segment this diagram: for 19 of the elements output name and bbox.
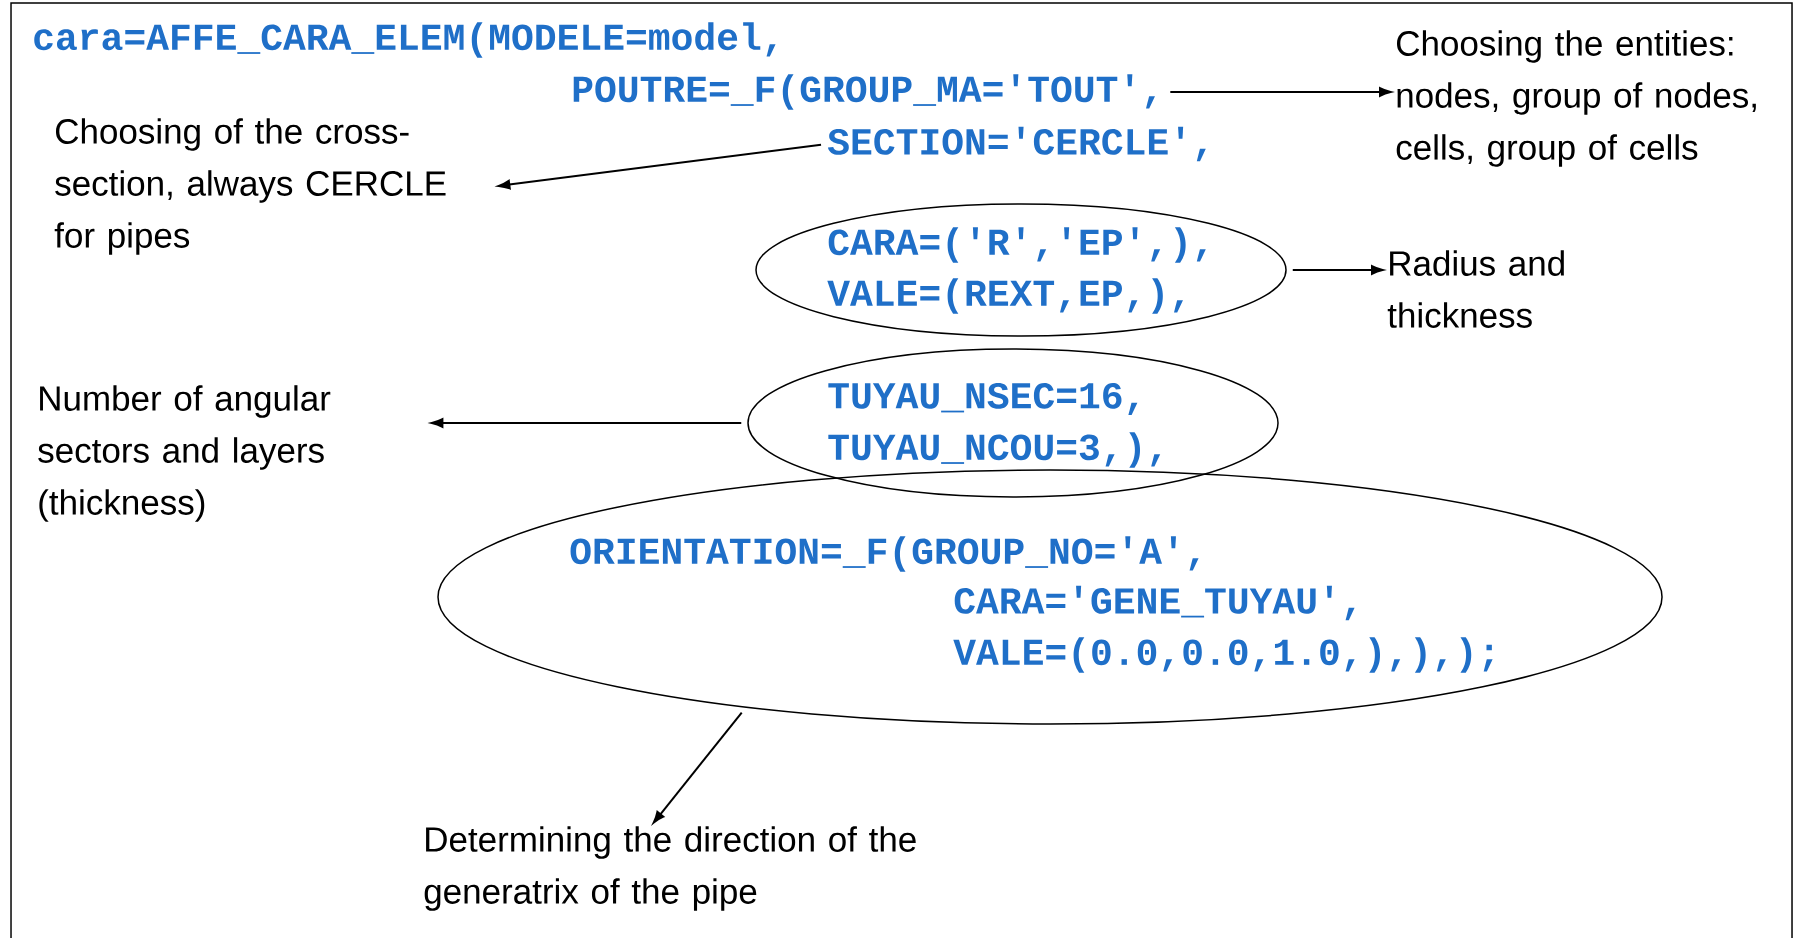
code-line: SECTION='CERCLE',: [827, 126, 1206, 162]
code-line: VALE=(REXT,EP,),: [827, 278, 1183, 314]
arrow: [1169, 87, 1392, 97]
annotation-text: Radius and thickness: [1387, 250, 1564, 328]
arrow: [1291, 265, 1384, 275]
code-line: CARA='GENE_TUYAU',: [954, 585, 1355, 621]
code-line: CARA=('R','EP',),: [828, 227, 1206, 263]
annotation-text: Choosing of the cross-section, always CERCLE for pipes: [54, 118, 446, 255]
annotation-text: Choosing the entities: nodes, group of nodes, cells, group of cells: [1396, 30, 1756, 167]
code-line: cara=AFFE_CARA_ELEM(MODELE=model,: [34, 22, 776, 58]
code-line: POUTRE=_F(GROUP_MA='TOUT',: [573, 74, 1155, 110]
arrow: [652, 711, 743, 824]
arrow: [430, 418, 743, 428]
code-line: VALE=(0.0,0.0,1.0,),),);: [953, 637, 1493, 673]
code-line: ORIENTATION=_F(GROUP_NO='A',: [570, 536, 1199, 572]
code-line: TUYAU_NCOU=3,),: [828, 432, 1161, 468]
annotation-text: Determining the direction of the generatrix of the pipe: [424, 826, 916, 911]
annotation-text: Number of angular sectors and layers (thickness): [38, 385, 331, 522]
code-line: TUYAU_NSEC=16,: [828, 382, 1138, 416]
